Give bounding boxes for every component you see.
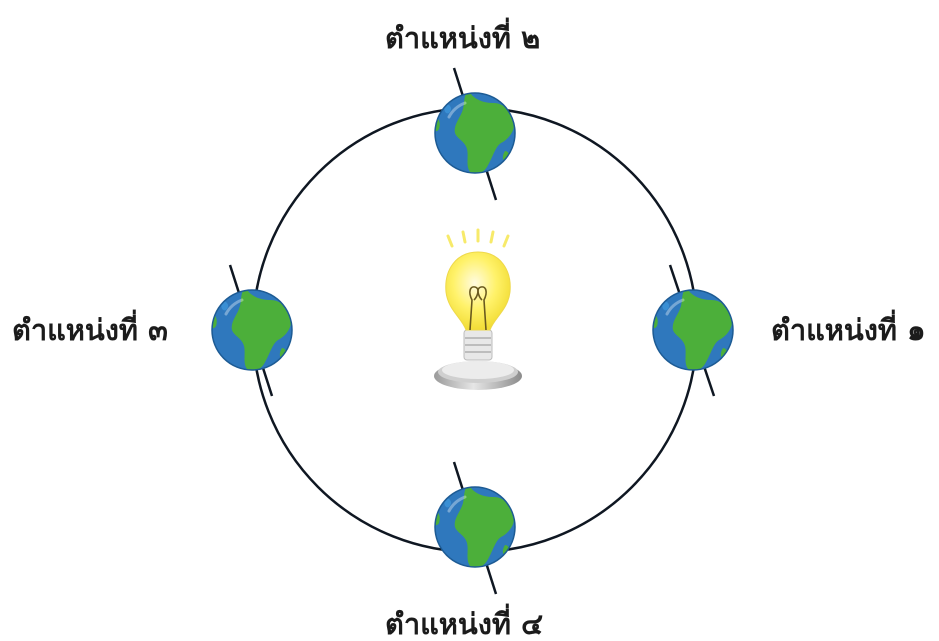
- position-3-label: ตำแหน่งที่ ๓: [12, 313, 168, 347]
- position-1-label: ตำแหน่งที่ ๑: [771, 313, 926, 347]
- earth-icon: [431, 485, 515, 568]
- earth-icon: [649, 288, 733, 371]
- earth-icon: [431, 91, 515, 174]
- light-bulb-icon: [434, 228, 522, 390]
- earth-icon: [208, 288, 292, 371]
- position-2-label: ตำแหน่งที่ ๒: [385, 21, 541, 55]
- position-4-label: ตำแหน่งที่ ๔: [385, 607, 544, 641]
